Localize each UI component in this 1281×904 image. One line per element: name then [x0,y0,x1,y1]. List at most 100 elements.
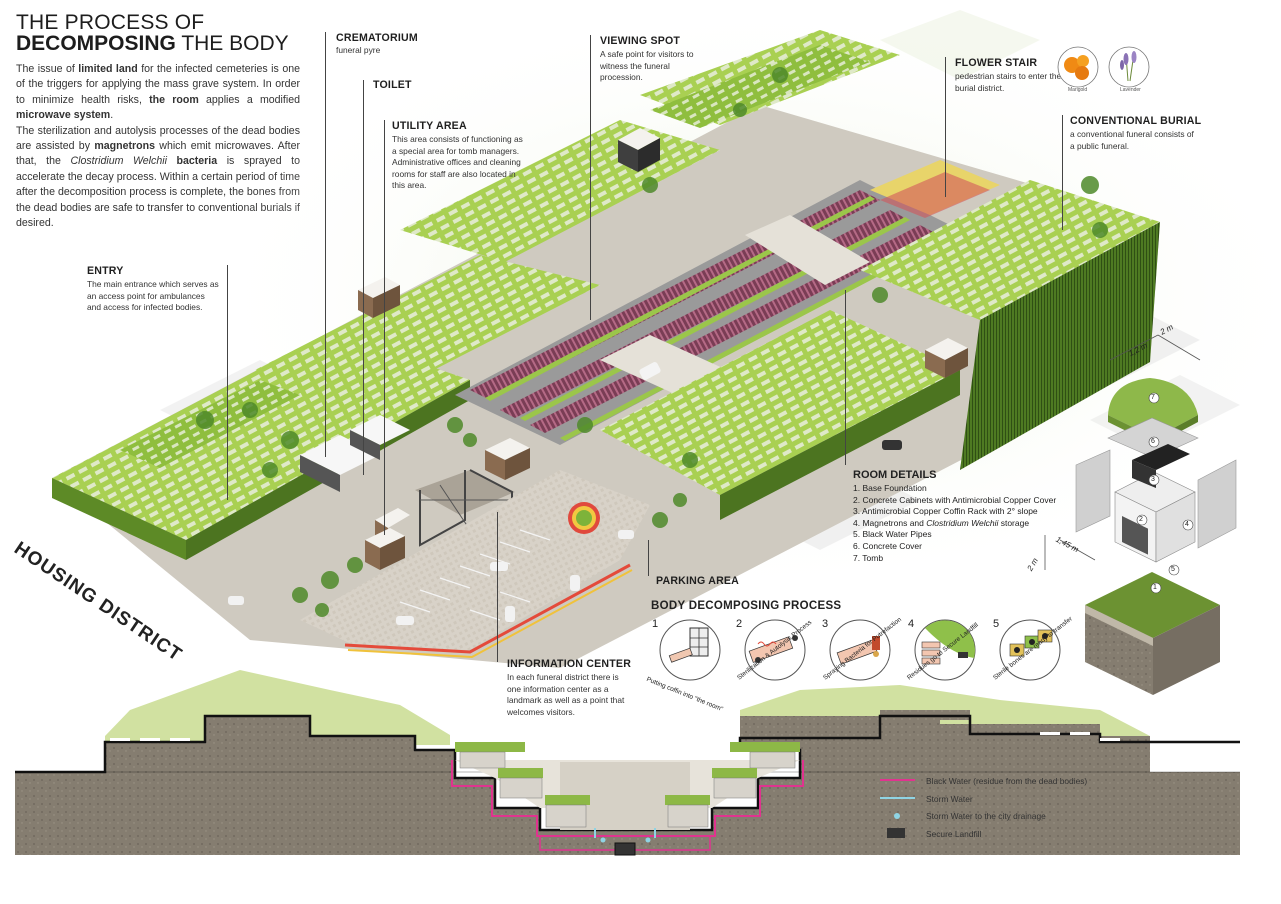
process-step-1 [659,619,721,681]
room-part-tags [1136,392,1194,594]
label-crematorium: CREMATORIUM [336,32,418,44]
intro-bold: magnetrons [94,140,155,153]
leader-crematorium [325,32,326,457]
label-conventional: CONVENTIONAL BURIAL [1070,115,1202,127]
desc-entry: The main entrance which serves as an acc… [87,279,219,312]
leader-utility [384,120,385,535]
process-step-2-num: 2 [736,618,743,630]
intro-span: The sterilization and autolysis processe… [16,124,300,153]
room-item-text: storage [998,517,1030,528]
site-section [15,670,1240,856]
room-item-text: 4. Magnetrons and [853,517,927,528]
intro-span: for the infected cemeteries is one of th… [16,63,300,106]
buildings [300,128,968,570]
room-item: 2. Concrete Cabinets with Antimicrobial … [853,494,1057,505]
burial-block-upper-left [255,255,600,400]
legend-storm-drainage: Storm Water to the city drainage [926,811,1046,821]
leader-toilet [363,80,364,475]
leader-conventional [1062,115,1063,230]
hearse-car [882,440,902,450]
label-viewing: VIEWING SPOT [600,35,681,47]
label-info: INFORMATION CENTER [507,658,632,670]
room-item-italic: Clostridium Welchii [926,517,999,528]
room-tag-7: 7 [1151,394,1155,401]
desc-crematorium: funeral pyre [336,45,381,55]
room-tag-3: 3 [1151,476,1155,483]
burial-facade [960,222,1160,470]
room-tag-4: 4 [1185,521,1189,528]
base-foundation [1085,572,1220,638]
intro-span: The issue of [16,63,79,75]
process-step-5 [999,619,1061,681]
section-terraces [455,742,800,828]
process-steps [659,619,1061,681]
lavender-caption: Lavender [1120,87,1141,93]
desc-conventional: a conventional funeral consists of a pub… [1070,129,1194,151]
room-details-title: ROOM DETAILS [853,469,937,481]
intro-span: applies a modified [198,93,300,106]
process-step-5-num: 5 [993,618,1000,630]
leader-flower [945,57,946,197]
lavender-icon [1108,46,1150,88]
desc-flower: pedestrian stairs to enter the burial di… [955,71,1062,93]
legend-black-water: Black Water (residue from the dead bodie… [926,776,1088,786]
flower-icons [1057,46,1150,88]
title-line2: DECOMPOSING THE BODY [16,32,289,56]
burial-block-right-front [600,310,960,495]
trees [196,67,1108,617]
room-item: 4. Magnetrons and Clostridium Welchii st… [853,518,1056,530]
parking-lot [300,470,650,650]
process-step-3-num: 3 [822,618,829,630]
intro-bold: the room [149,93,199,106]
process-step-1-num: 1 [652,618,659,630]
intro-span: . [110,109,114,122]
burial-block-right [860,180,1160,320]
room-tag-1: 1 [1153,584,1157,591]
room-item: 6. Concrete Cover [853,540,922,551]
leader-parking [648,540,649,576]
secure-landfill [614,842,636,856]
desc-utility: This area consists of functioning as a s… [392,134,523,190]
room-item: 5. Black Water Pipes [853,529,932,540]
title-rest: THE BODY [175,32,289,55]
process-step-3 [829,619,891,681]
parked-cars [228,530,634,625]
leader-entry [227,265,228,500]
label-flower: FLOWER STAIR [955,57,1038,69]
room-item: 3. Antimicrobial Copper Coffin Rack with… [853,506,1038,517]
label-parking: PARKING AREA [656,575,740,587]
room-tag-5: 5 [1171,566,1175,573]
leader-room [845,290,846,465]
label-utility: UTILITY AREA [392,120,467,132]
process-title: BODY DECOMPOSING PROCESS [651,600,842,612]
intro-bold: microwave system [16,109,111,122]
legend-storm-water: Storm Water [926,794,973,804]
intro-span: which emit microwaves. After that, the [16,140,300,168]
room-tag-6: 6 [1151,438,1155,445]
process-step-4-num: 4 [908,618,915,630]
desc-info: In each funeral district there is one in… [507,672,625,717]
legend-secure-landfill: Secure Landfill [926,829,982,839]
tomb-mound [1108,378,1198,438]
label-entry: ENTRY [87,265,124,277]
process-step-4 [914,619,976,681]
intro-italic: Clostridium Welchii [70,155,167,168]
title-bold: DECOMPOSING [16,32,176,55]
room-item: 1. Base Foundation [853,483,927,493]
leader-viewing [590,35,591,320]
desc-viewing: A safe point for visitors to witness the… [600,49,694,82]
leader-info [497,512,498,662]
room-exploded-diagram [1044,334,1237,695]
legend-symbols [880,779,915,838]
marigold-caption: Marigold [1068,87,1088,93]
intro-text: The issue of limited land for the infect… [16,62,300,231]
section-steps [110,732,1120,741]
label-toilet: TOILET [373,79,412,91]
room-details-list: 1. Base Foundation 2. Concrete Cabinets … [853,483,1056,564]
room-item: 7. Tomb [853,552,884,563]
intro-bold: bacteria [176,155,218,168]
process-step-2 [744,619,806,681]
room-tag-2: 2 [1139,516,1143,523]
intro-bold: limited land [78,63,138,75]
